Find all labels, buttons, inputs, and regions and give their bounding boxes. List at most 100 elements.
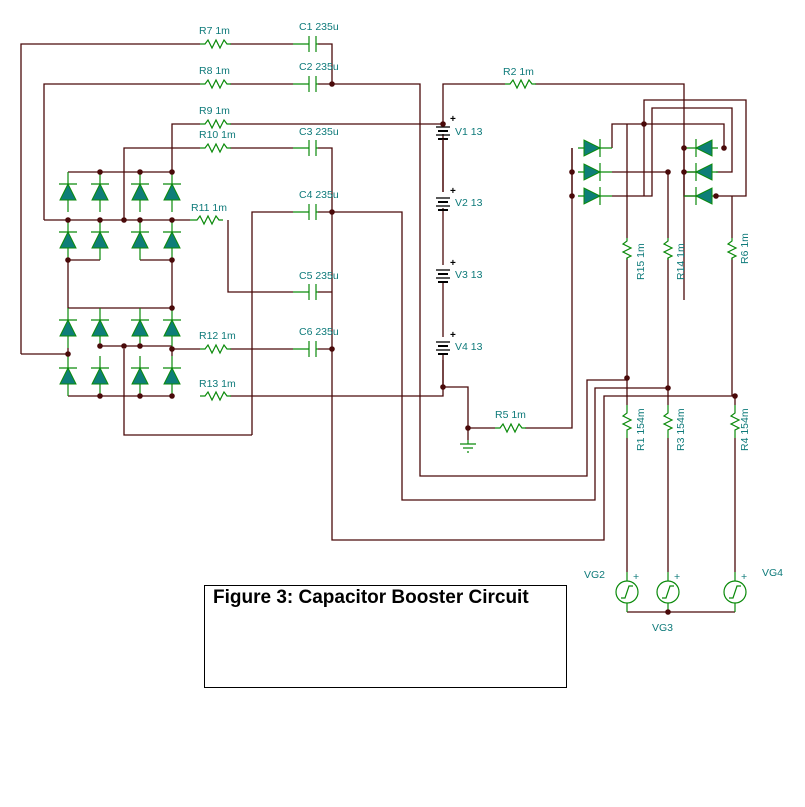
diode-right-bank-a-3[interactable] [578,187,612,205]
battery-v3[interactable] [436,269,450,283]
diode-network [578,139,718,205]
label-r13: R13 1m [199,378,236,390]
diode-bottom-lower-2[interactable] [91,356,109,396]
junction-dot [169,305,175,311]
junction-dot [169,257,175,263]
junction-dot [169,346,175,352]
label-r5: R5 1m [495,409,526,421]
label-r4: R4 154m [739,408,751,451]
resistor-r13[interactable] [200,390,231,402]
junction-dot [641,121,647,127]
junction-dot [329,81,335,87]
resistor-r5[interactable] [495,422,526,434]
diode-bottom-upper-3[interactable] [131,308,149,348]
resistor-r1[interactable] [621,405,633,438]
resistor-r12[interactable] [200,343,231,355]
resistor-r10[interactable] [200,142,231,154]
battery-v2[interactable] [436,197,450,211]
label-r8: R8 1m [199,65,230,77]
junction-dot [137,393,143,399]
diode-top-lower-3[interactable] [131,220,149,260]
resistor-r15[interactable] [621,238,633,260]
batteries [436,126,450,355]
junction-dot [681,145,687,151]
capacitor-c1[interactable] [293,36,318,52]
resistor-r11[interactable] [190,214,223,226]
junction-dot [169,393,175,399]
resistors-vertical [621,238,741,438]
capacitor-c2[interactable] [293,76,318,92]
junction-dot [329,346,335,352]
resistor-r4[interactable] [729,405,741,438]
junction-dot [97,343,103,349]
label-r11: R11 1m [191,202,227,214]
diode-top-lower-4[interactable] [163,220,181,260]
diode-bottom-upper-4[interactable] [163,308,181,348]
resistor-r14[interactable] [662,238,674,260]
resistor-r9[interactable] [200,118,231,130]
resistor-r6[interactable] [726,238,738,260]
capacitor-c3[interactable] [293,140,318,156]
junction-dot [713,193,719,199]
diode-bottom-lower-4[interactable] [163,356,181,396]
junction-dot [65,257,71,263]
diode-right-bank-a-2[interactable] [578,163,612,181]
junction-dot [97,217,103,223]
label-v2: V2 13 [455,197,483,209]
diode-right-bank-b-2[interactable] [684,163,718,181]
diode-top-lower-2[interactable] [91,220,109,260]
battery-v1[interactable] [436,126,450,192]
diode-top-lower-1[interactable] [59,220,77,260]
junction-dot [569,169,575,175]
label-v3: V3 13 [455,269,483,281]
plus-vg3: + [674,571,680,583]
resistor-r8[interactable] [200,78,231,90]
diode-right-bank-a-1[interactable] [578,139,612,157]
label-vg3: VG3 [652,622,673,634]
diode-top-upper-3[interactable] [131,172,149,212]
label-r2: R2 1m [503,66,534,78]
junction-dot [665,609,671,615]
label-r3: R3 154m [675,408,687,451]
label-r6: R6 1m [739,233,751,264]
figure-caption-box: Figure 3: Capacitor Booster Circuit [204,585,567,688]
junction-dot [681,169,687,175]
diode-bottom-upper-1[interactable] [59,308,77,348]
resistors-horizontal [190,38,536,434]
label-v1: V1 13 [455,126,483,138]
resistor-r2[interactable] [505,78,536,90]
junction-dot [569,193,575,199]
junction-dot [169,217,175,223]
capacitor-c4[interactable] [293,204,318,220]
diode-right-bank-b-3[interactable] [684,187,718,205]
label-r12: R12 1m [199,330,236,342]
generator-vg4[interactable] [723,572,747,612]
diode-top-upper-2[interactable] [91,172,109,212]
diode-bottom-lower-3[interactable] [131,356,149,396]
wires [20,43,747,613]
label-c3: C3 235u [299,126,339,138]
plus-v1: + [450,114,456,125]
junction-dot [624,375,630,381]
resistor-r3[interactable] [662,405,674,438]
resistor-r7[interactable] [200,38,231,50]
label-r10: R10 1m [199,129,236,141]
diode-right-bank-b-1[interactable] [684,139,718,157]
junction-dots [65,81,738,615]
label-r1: R1 154m [635,408,647,451]
junction-dot [440,121,446,127]
figure-title: Figure 3: Capacitor Booster Circuit [213,587,529,608]
junction-dot [721,145,727,151]
junction-dot [137,169,143,175]
junction-dot [97,393,103,399]
diode-top-upper-4[interactable] [163,172,181,212]
diode-bottom-lower-1[interactable] [59,356,77,396]
capacitor-c5[interactable] [293,284,318,300]
generator-vg2[interactable] [615,572,639,612]
plus-v3: + [450,258,456,269]
capacitor-c6[interactable] [293,341,318,357]
diode-top-upper-1[interactable] [59,172,77,212]
battery-v4[interactable] [436,341,450,355]
diode-bottom-upper-2[interactable] [91,308,109,348]
